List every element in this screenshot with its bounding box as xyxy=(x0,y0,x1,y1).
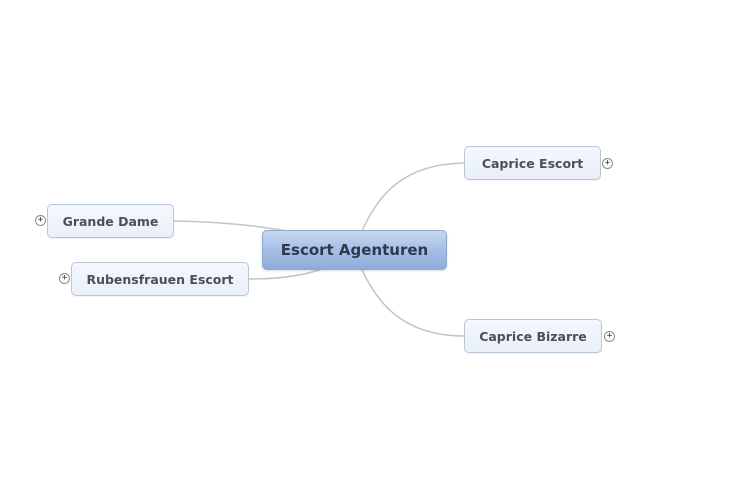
topic-label: Grande Dame xyxy=(62,213,159,229)
central-topic-label: Escort Agenturen xyxy=(280,241,429,259)
topic-label: Rubensfrauen Escort xyxy=(86,271,234,287)
connector-rubensfrauen xyxy=(248,268,323,280)
topic-label: Caprice Escort xyxy=(481,155,584,171)
topic-label: Caprice Bizarre xyxy=(479,328,587,344)
topic-caprice-bizarre[interactable]: Caprice Bizarre xyxy=(464,319,602,353)
topic-caprice-escort[interactable]: Caprice Escort xyxy=(464,146,601,180)
central-topic[interactable]: Escort Agenturen xyxy=(262,230,447,270)
connector-caprice-escort xyxy=(361,162,465,232)
topic-rubensfrauen-escort[interactable]: Rubensfrauen Escort xyxy=(71,262,249,296)
topic-grande-dame[interactable]: Grande Dame xyxy=(47,204,174,238)
connector-caprice-bizarre xyxy=(361,269,465,337)
expand-plus-icon[interactable]: + xyxy=(602,158,613,169)
expand-plus-icon[interactable]: + xyxy=(35,215,46,226)
expand-plus-icon[interactable]: + xyxy=(604,331,615,342)
expand-plus-icon[interactable]: + xyxy=(59,273,70,284)
